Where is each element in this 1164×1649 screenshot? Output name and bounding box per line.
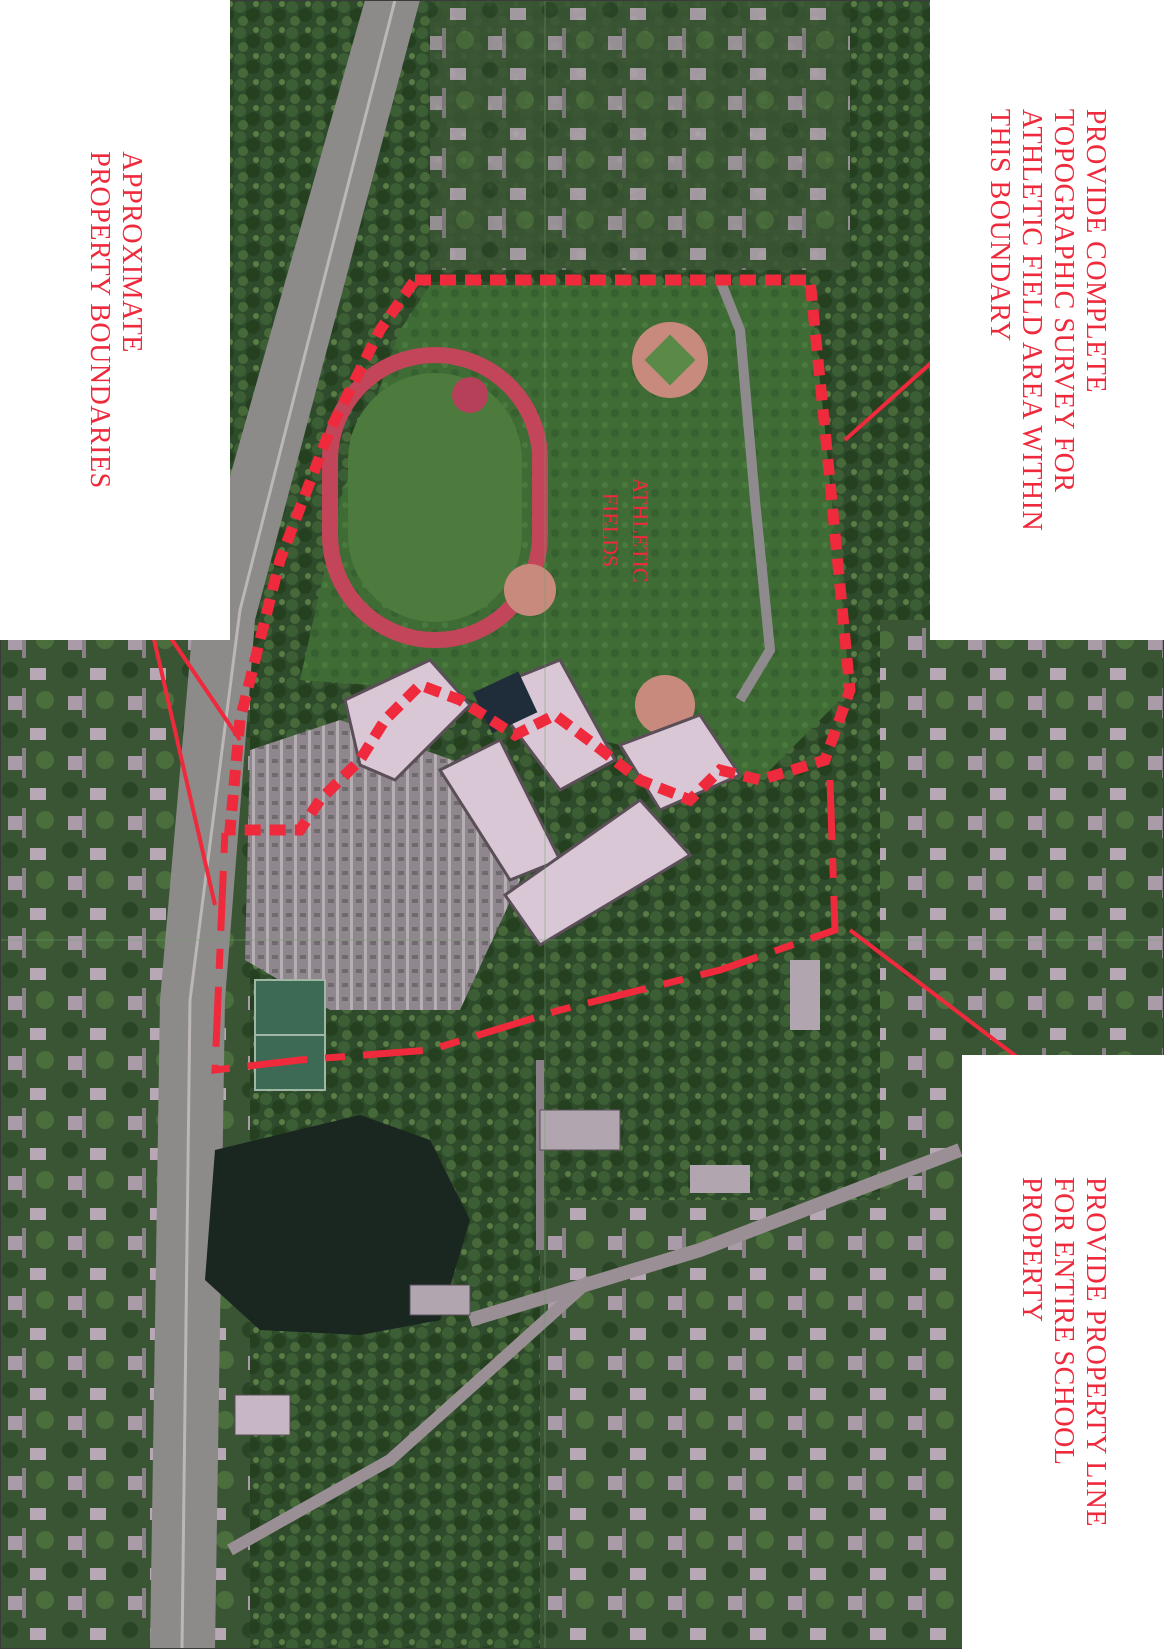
callout-topographic-survey: PROVIDE COMPLETE TOPOGRAPHIC SURVEY FOR … bbox=[930, 0, 1164, 640]
pond bbox=[205, 1115, 470, 1335]
baseball-diamond-2 bbox=[504, 564, 556, 616]
baseball-diamond-3 bbox=[635, 675, 695, 735]
approximate-property-boundary bbox=[211, 779, 839, 1074]
access-road bbox=[715, 278, 776, 703]
callout-approximate-boundaries-text: APPROXIMATE PROPERTY BOUNDARIES bbox=[84, 151, 147, 489]
baseball-diamond-1 bbox=[632, 322, 708, 398]
road-south bbox=[227, 1275, 595, 1556]
running-track bbox=[322, 347, 548, 648]
road-east bbox=[467, 1143, 963, 1327]
parking-lot bbox=[245, 720, 520, 1010]
callout-approximate-boundaries: APPROXIMATE PROPERTY BOUNDARIES bbox=[0, 0, 230, 640]
building-south bbox=[234, 1394, 291, 1436]
building-northeast bbox=[539, 1109, 621, 1151]
athletic-fields-label: ATHLETIC FIELDS bbox=[598, 477, 653, 583]
callout-property-line-text: PROVIDE PROPERTY LINE FOR ENTIRE SCHOOL … bbox=[1016, 1176, 1111, 1528]
parking-lot-north bbox=[330, 900, 410, 1010]
callout-topographic-survey-text: PROVIDE COMPLETE TOPOGRAPHIC SURVEY FOR … bbox=[984, 108, 1111, 532]
callout-property-line: PROVIDE PROPERTY LINE FOR ENTIRE SCHOOL … bbox=[962, 1055, 1164, 1649]
building-pond-side bbox=[409, 1284, 471, 1316]
